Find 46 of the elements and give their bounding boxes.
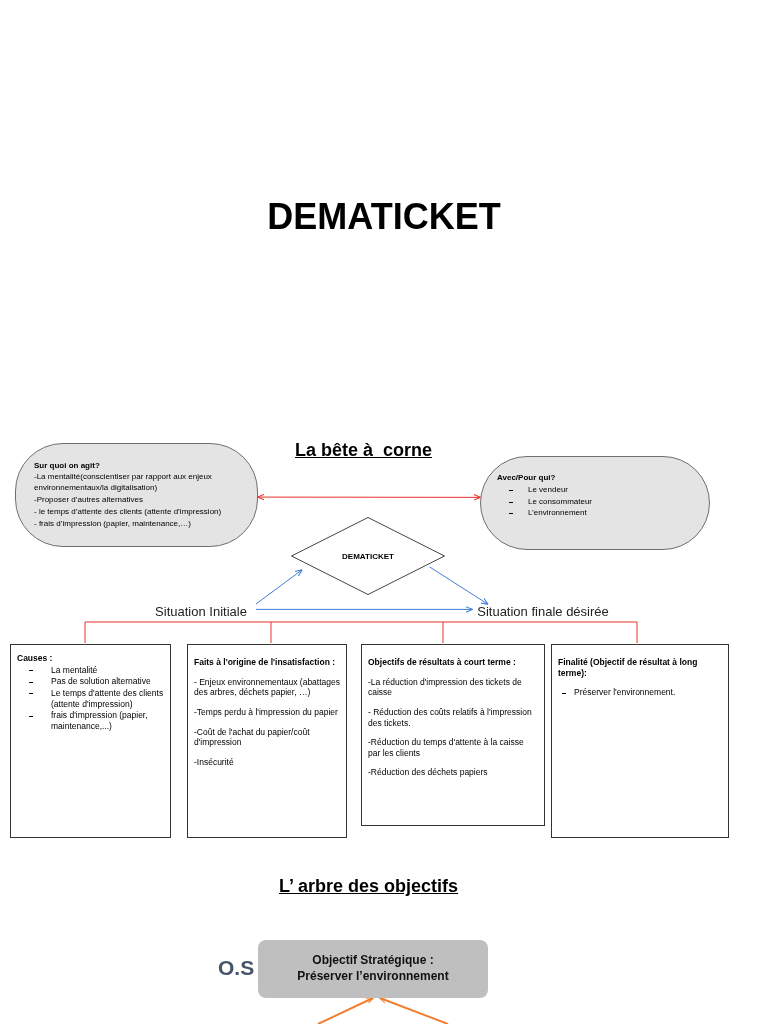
list-item: Pas de solution alternative xyxy=(17,676,164,687)
box-heading: Causes : xyxy=(17,653,54,664)
box-text: -Proposer d’autres alternatives xyxy=(34,495,144,506)
text-box xyxy=(187,644,347,838)
arrow xyxy=(255,569,303,605)
objective-box xyxy=(258,940,488,998)
objective-text: Préserver l’environnement xyxy=(297,969,449,985)
text-box xyxy=(551,644,729,838)
box-heading: Faits à l'origine de l'insatisfaction : xyxy=(194,657,336,668)
box-text: -La mentalité(conscientiser par rapport aux enjeux environnementaux/la digitalisation) xyxy=(34,472,213,494)
arrow xyxy=(255,606,474,613)
box-text: -Réduction du temps d'attente à la caisse par les clients xyxy=(368,737,525,759)
box-heading: Sur quoi on agit? xyxy=(34,460,101,472)
box-heading: Objectifs de résultats à court terme : xyxy=(368,657,517,668)
situation-label: Situation finale désirée xyxy=(472,604,614,622)
box-text: -Temps perdu à l'impression du papier xyxy=(194,706,339,718)
level-label: O.S xyxy=(218,956,255,980)
box-text: - frais d’impression (papier, maintenance,…) xyxy=(34,518,192,530)
list-item: La mentalité xyxy=(17,664,164,676)
box-heading: Avec/Pour qui? xyxy=(497,472,557,484)
box-text: -Coût de l'achat du papier/coût d'impression xyxy=(194,726,311,748)
list-item: Le vendeur xyxy=(497,484,689,496)
list-item: frais d'impression (papier, maintenance,...) xyxy=(17,710,164,732)
list-item: L’environnement xyxy=(497,508,689,520)
situation-label: Situation Initiale xyxy=(146,604,256,622)
section-heading: L’ arbre des objectifs xyxy=(279,876,459,897)
page-title: DEMATICKET xyxy=(266,196,502,238)
box-text: -Insécurité xyxy=(194,756,235,768)
diamond-label: DEMATICKET xyxy=(342,551,394,561)
objective-text: Objectif Stratégique : xyxy=(312,953,434,969)
box-text: -Réduction des déchets papiers xyxy=(368,767,489,778)
box-text: - Enjeux environnementaux (abattages des arbres, déchets papier, …) xyxy=(194,676,340,698)
list-item: Le temps d'attente des clients (attente d'impression) xyxy=(17,687,164,710)
arrow xyxy=(317,997,375,1024)
text-box xyxy=(361,644,545,826)
arrow xyxy=(256,493,482,501)
section-heading: La bête à corne xyxy=(295,440,433,461)
arrow xyxy=(429,566,489,605)
box-text: - le temps d’attente des clients (attente d’impression) xyxy=(34,506,223,518)
arrow xyxy=(378,997,449,1024)
text-box xyxy=(10,644,171,838)
box-heading: Finalité (Objectif de résultat à long terme): xyxy=(558,657,699,679)
list-item: Le consommateur xyxy=(497,496,689,508)
box-text: -La réduction d'impression des tickets de caisse xyxy=(368,676,523,698)
box-text: - Réduction des coûts relatifs à l'impression des tickets. xyxy=(368,706,533,729)
list-item: Préserver l'environnement. xyxy=(558,687,722,698)
